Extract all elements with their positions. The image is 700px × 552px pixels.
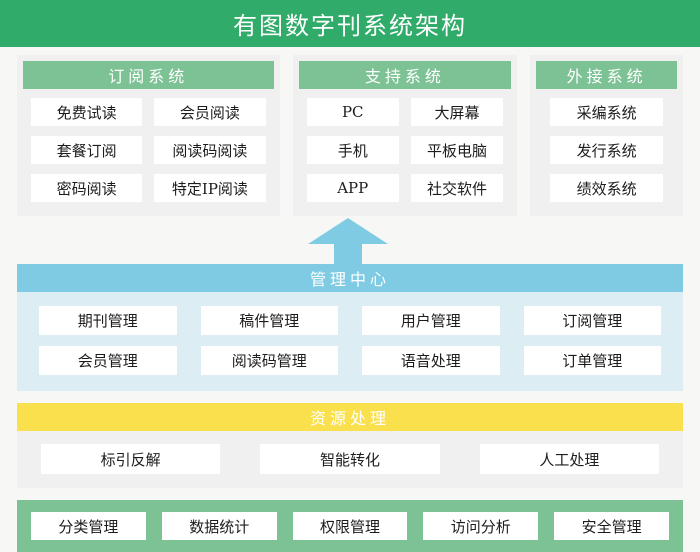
panel-header-label: 支持系统 (364, 67, 445, 86)
chip-voice-processing[interactable]: 语音处理 (362, 346, 500, 375)
chip-performance-system[interactable]: 绩效系统 (550, 174, 663, 202)
panel-header-label: 资源处理 (309, 409, 390, 428)
chip-category-management[interactable]: 分类管理 (31, 512, 146, 540)
chip-manual-processing[interactable]: 人工处理 (479, 444, 659, 474)
arrow-shaft (334, 244, 362, 264)
chip-access-analysis[interactable]: 访问分析 (423, 512, 539, 540)
panel-management-center: 管理中心 期刊管理 稿件管理 用户管理 订阅管理 会员管理 阅读码管理 语音处理… (17, 264, 683, 391)
panel-header-external: 外接系统 (536, 61, 677, 89)
panel-items-management: 期刊管理 稿件管理 用户管理 订阅管理 会员管理 阅读码管理 语音处理 订单管理 (17, 292, 683, 391)
arrow-head (308, 218, 388, 244)
panel-items-support: PC 大屏幕 手机 平板电脑 APP 社交软件 (299, 89, 512, 210)
chip-package-subscription[interactable]: 套餐订阅 (31, 136, 143, 164)
panel-items-external: 采编系统 发行系统 绩效系统 (536, 89, 677, 210)
chip-pc[interactable]: PC (306, 98, 399, 126)
chip-password-reading[interactable]: 密码阅读 (31, 174, 143, 202)
page-title: 有图数字刊系统架构 (233, 12, 467, 40)
chip-security-management[interactable]: 安全管理 (554, 512, 669, 540)
chip-user-management[interactable]: 用户管理 (362, 306, 500, 335)
chip-journal-management[interactable]: 期刊管理 (39, 306, 177, 335)
chip-intelligent-conversion[interactable]: 智能转化 (260, 444, 440, 474)
chip-index-decoding[interactable]: 标引反解 (41, 444, 221, 474)
panel-support-system: 支持系统 PC 大屏幕 手机 平板电脑 APP 社交软件 (292, 55, 518, 216)
chip-member-reading[interactable]: 会员阅读 (154, 98, 266, 126)
chip-mobile-phone[interactable]: 手机 (306, 136, 399, 164)
page-title-bar: 有图数字刊系统架构 (0, 0, 700, 47)
panel-external-system: 外接系统 采编系统 发行系统 绩效系统 (530, 55, 683, 216)
chip-tablet[interactable]: 平板电脑 (410, 136, 504, 164)
panel-header-resource: 资源处理 (17, 403, 683, 431)
chip-specific-ip-reading[interactable]: 特定IP阅读 (154, 174, 266, 202)
panel-header-management: 管理中心 (17, 264, 683, 292)
chip-data-statistics[interactable]: 数据统计 (161, 512, 277, 540)
arrow-zone (0, 216, 700, 264)
chip-reading-code-management[interactable]: 阅读码管理 (200, 346, 338, 375)
chip-free-trial[interactable]: 免费试读 (31, 98, 143, 126)
chip-manuscript-management[interactable]: 稿件管理 (200, 306, 338, 335)
chip-reading-code[interactable]: 阅读码阅读 (154, 136, 266, 164)
chip-large-screen[interactable]: 大屏幕 (410, 98, 504, 126)
panel-header-label: 订阅系统 (108, 67, 189, 86)
chip-distribution-system[interactable]: 发行系统 (550, 136, 663, 164)
panel-header-support: 支持系统 (298, 61, 512, 89)
panel-header-label: 管理中心 (309, 270, 390, 289)
chip-order-management[interactable]: 订单管理 (523, 346, 661, 375)
chip-member-management[interactable]: 会员管理 (39, 346, 177, 375)
panel-items-resource: 标引反解 智能转化 人工处理 (17, 431, 683, 488)
bottom-service-bar: 分类管理 数据统计 权限管理 访问分析 安全管理 (17, 500, 683, 552)
panel-header-subscription: 订阅系统 (23, 61, 274, 89)
arrow-up-icon (308, 218, 388, 264)
panel-header-label: 外接系统 (566, 67, 647, 86)
chip-permission-management[interactable]: 权限管理 (292, 512, 408, 540)
top-panel-row: 订阅系统 免费试读 会员阅读 套餐订阅 阅读码阅读 密码阅读 特定IP阅读 支持… (0, 47, 700, 216)
chip-subscription-management[interactable]: 订阅管理 (523, 306, 661, 335)
chip-editorial-system[interactable]: 采编系统 (550, 98, 663, 126)
chip-app[interactable]: APP (306, 174, 399, 202)
panel-subscription-system: 订阅系统 免费试读 会员阅读 套餐订阅 阅读码阅读 密码阅读 特定IP阅读 (17, 55, 280, 216)
chip-social-software[interactable]: 社交软件 (410, 174, 504, 202)
panel-resource-processing: 资源处理 标引反解 智能转化 人工处理 (17, 403, 683, 488)
panel-items-subscription: 免费试读 会员阅读 套餐订阅 阅读码阅读 密码阅读 特定IP阅读 (23, 89, 274, 210)
